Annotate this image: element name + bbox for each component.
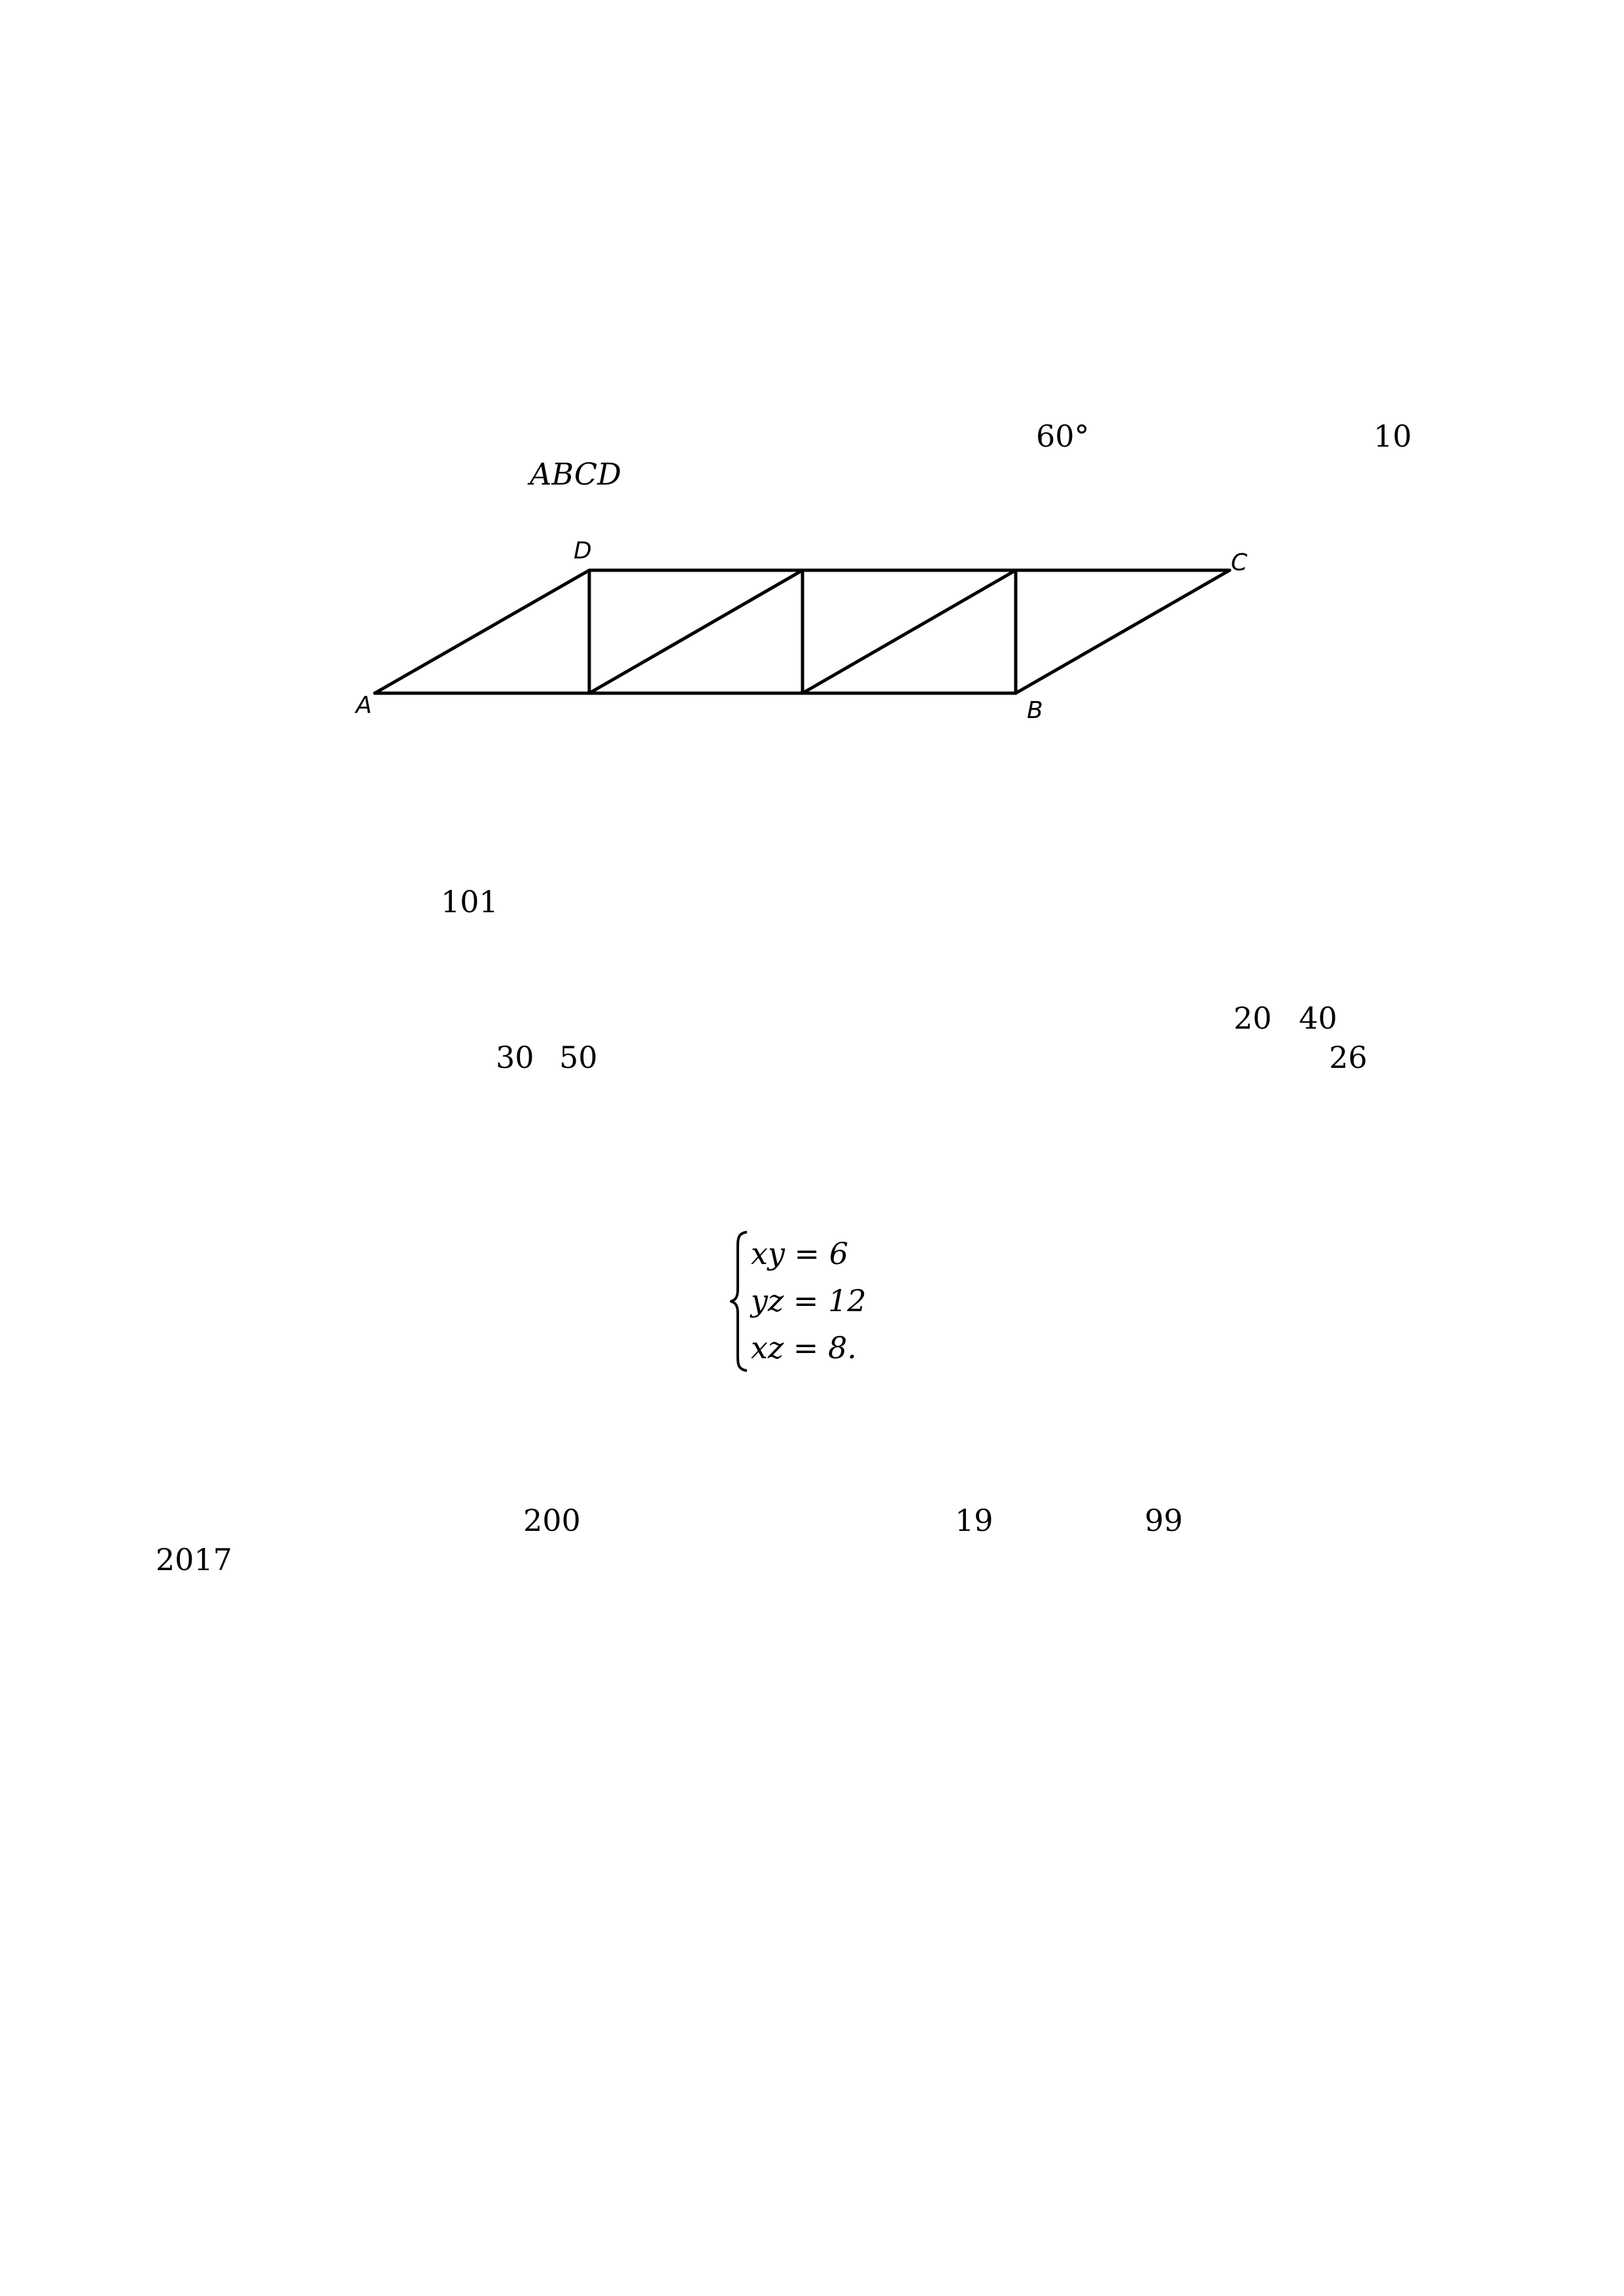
side-bc [1014,568,1232,695]
left-brace [730,1231,748,1372]
number-200: 200 [523,1503,581,1538]
number-19: 19 [955,1503,993,1538]
angle-60: 60° [1036,419,1090,454]
number-30: 30 [496,1040,534,1075]
equation-system: xy = 6 yz = 12 xz = 8. [730,1229,913,1380]
equation-xz: xz = 8. [751,1330,857,1365]
vertex-label-b: B [1027,697,1043,724]
number-26: 26 [1329,1040,1368,1075]
equation-yz: yz = 12 [751,1283,867,1318]
number-40: 40 [1299,1001,1338,1036]
side-ad [373,568,591,695]
number-2017: 2017 [156,1542,233,1577]
equation-xy: xy = 6 [751,1236,848,1271]
count-10: 10 [1373,419,1412,454]
diagonal-2 [801,568,1018,695]
vertex-label-a: A [354,692,372,719]
number-20: 20 [1234,1001,1272,1036]
number-101: 101 [441,884,498,919]
vertex-label-d: D [574,538,592,564]
number-50: 50 [559,1040,598,1075]
number-99: 99 [1145,1503,1183,1538]
parallelogram-name: ABCD [530,456,621,492]
vertex-label-c: C [1231,549,1248,576]
diagonal-1 [587,568,804,695]
